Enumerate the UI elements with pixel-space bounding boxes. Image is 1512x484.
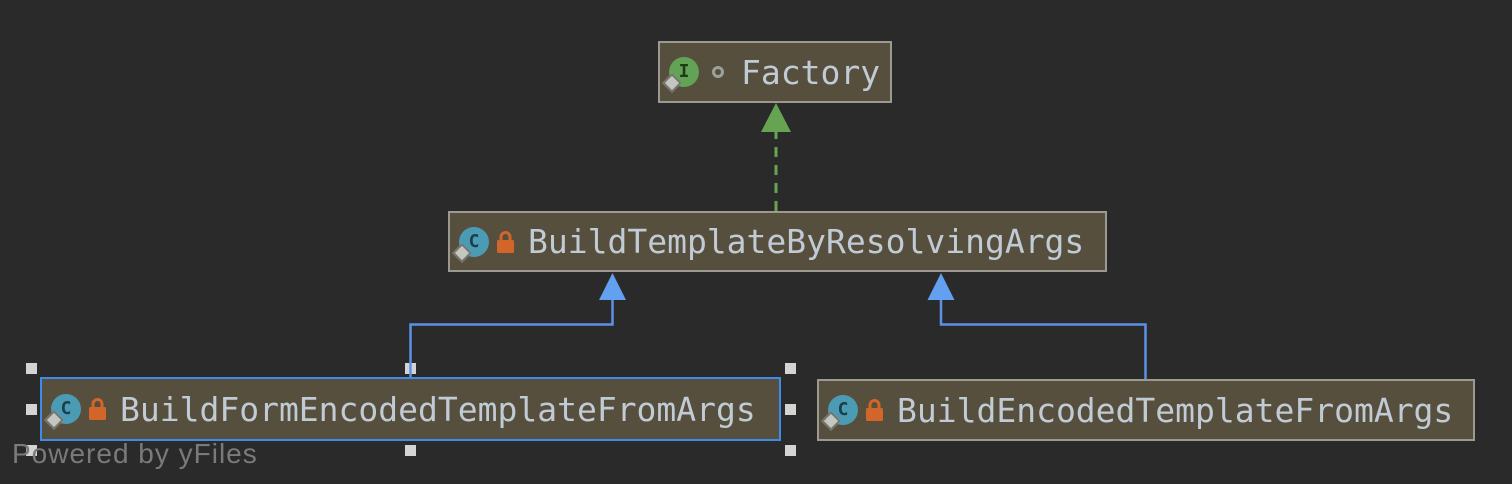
inheritance-edge-line	[409, 299, 614, 377]
selection-handle-bottom-left[interactable]	[26, 445, 37, 456]
node-label: BuildTemplateByResolvingArgs	[528, 222, 1085, 261]
selection-handle-mid-right[interactable]	[785, 404, 796, 415]
lock-icon	[89, 398, 106, 420]
visibility-ring-icon	[712, 66, 724, 78]
class-node-buildtemplatebyresolvingargs[interactable]: C BuildTemplateByResolvingArgs	[448, 211, 1107, 272]
inheritance-edge-line	[939, 299, 1147, 379]
lock-icon	[866, 399, 883, 421]
realization-edge-buildtemplate-to-factory[interactable]	[761, 103, 791, 211]
selection-handle-mid-left[interactable]	[26, 404, 37, 415]
inheritance-arrowhead-icon	[599, 273, 626, 300]
class-node-buildencodedtemplatefromargs[interactable]: C BuildEncodedTemplateFromArgs	[817, 379, 1475, 441]
inheritance-arrowhead-icon	[927, 273, 955, 300]
lock-icon	[497, 230, 514, 253]
class-icon: C	[44, 394, 81, 430]
selection-handle-top-left[interactable]	[26, 363, 37, 374]
selection-handle-top-center[interactable]	[405, 363, 416, 374]
node-label: Factory	[741, 52, 881, 92]
yfiles-watermark: Powered by yFiles	[12, 438, 258, 469]
class-icon: C	[452, 226, 489, 263]
selection-handle-bottom-right[interactable]	[785, 445, 796, 456]
class-icon: C	[821, 395, 858, 431]
inheritance-edge-buildformencoded-to-buildtemplate[interactable]	[409, 273, 627, 377]
node-label: BuildFormEncodedTemplateFromArgs	[120, 389, 756, 429]
selection-handle-top-right[interactable]	[785, 363, 796, 374]
node-label: BuildEncodedTemplateFromArgs	[897, 390, 1454, 430]
selection-handle-bottom-center[interactable]	[405, 445, 416, 456]
class-node-buildformencodedtemplatefromargs[interactable]: C BuildFormEncodedTemplateFromArgs	[40, 377, 781, 441]
realization-arrowhead-icon	[761, 103, 791, 132]
interface-icon: I	[662, 57, 699, 93]
inheritance-edge-buildencoded-to-buildtemplate[interactable]	[927, 273, 1147, 379]
interface-node-factory[interactable]: I Factory	[658, 41, 892, 103]
